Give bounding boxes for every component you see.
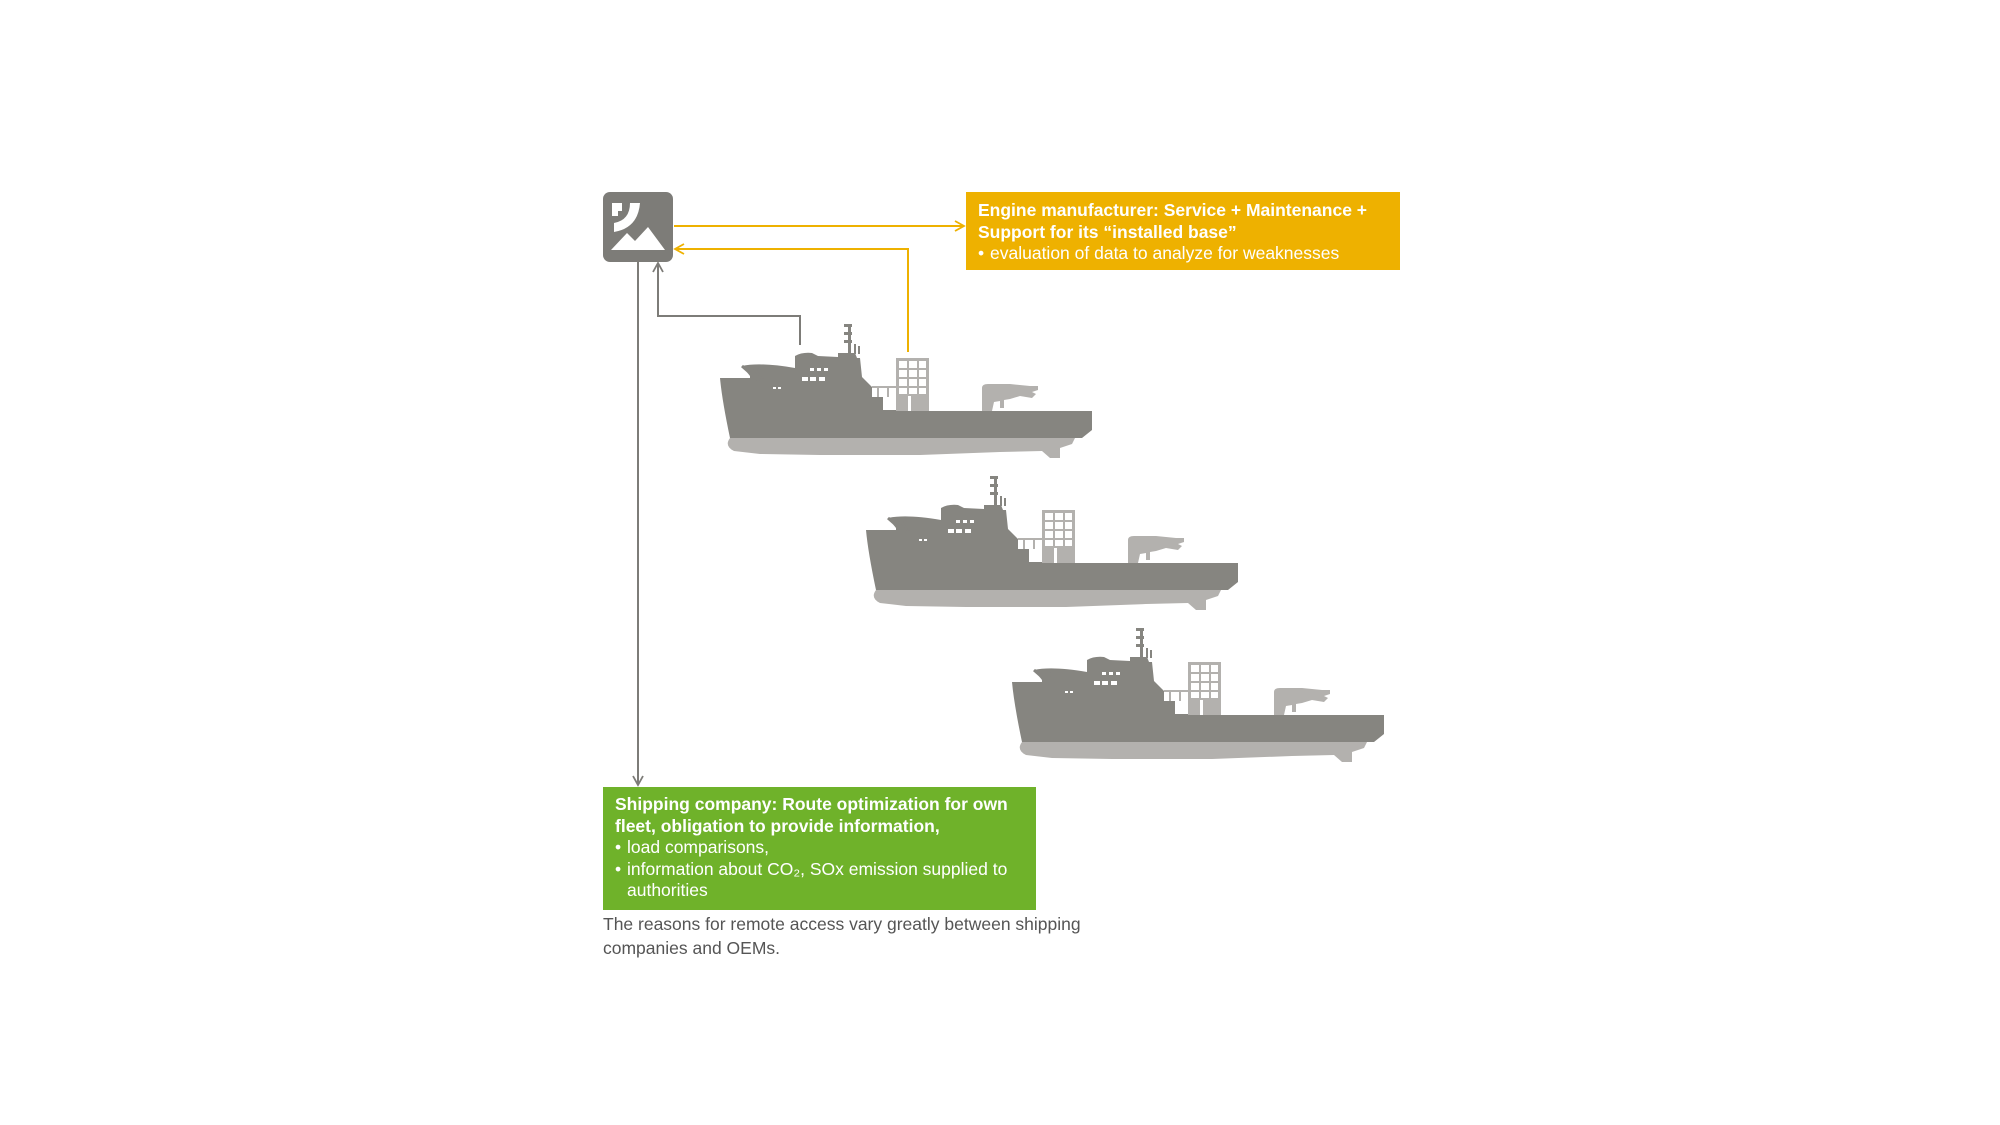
arrow-ship-to-cloud-gray xyxy=(652,261,801,345)
figure-caption: The reasons for remote access vary great… xyxy=(603,912,1143,960)
engine-manufacturer-box: Engine manufacturer: Service + Maintenan… xyxy=(966,192,1400,270)
shipping-company-bullet-2: • information about CO₂, SOx emission su… xyxy=(615,859,1024,881)
arrow-ship-to-cloud-orange xyxy=(673,243,909,352)
bullet-text: load comparisons, xyxy=(627,837,770,857)
shipping-company-bullet-2-continued: authorities xyxy=(615,880,1024,902)
bullet-marker: • xyxy=(978,243,985,263)
shipping-company-title-line2: fleet, obligation to provide information… xyxy=(615,815,940,836)
shipping-company-box: Shipping company: Route optimization for… xyxy=(603,787,1036,910)
engine-manufacturer-bullet: • evaluation of data to analyze for weak… xyxy=(978,243,1388,265)
bullet-marker: • xyxy=(615,837,622,857)
engine-manufacturer-title-line2: Support for its “installed base” xyxy=(978,221,1237,242)
ship-3 xyxy=(1010,626,1386,764)
ship-2 xyxy=(864,474,1240,612)
caption-line2: companies and OEMs. xyxy=(603,938,781,958)
engine-manufacturer-title-line1: Engine manufacturer: Service + Maintenan… xyxy=(978,200,1368,220)
bullet-text: authorities xyxy=(627,880,708,900)
bullet-text: evaluation of data to analyze for weakne… xyxy=(990,243,1340,263)
shipping-company-bullet-1: • load comparisons, xyxy=(615,837,1024,859)
bullet-marker: • xyxy=(615,858,622,879)
bullet-indent xyxy=(615,880,627,902)
bullet-text: information about CO₂, SOx emission supp… xyxy=(627,858,1008,879)
caption-line1: The reasons for remote access vary great… xyxy=(603,914,1081,934)
shipping-company-title-line1: Shipping company: Route optimization for… xyxy=(615,794,1008,814)
ship-1 xyxy=(718,322,1094,460)
remote-data-image-icon xyxy=(603,192,673,262)
